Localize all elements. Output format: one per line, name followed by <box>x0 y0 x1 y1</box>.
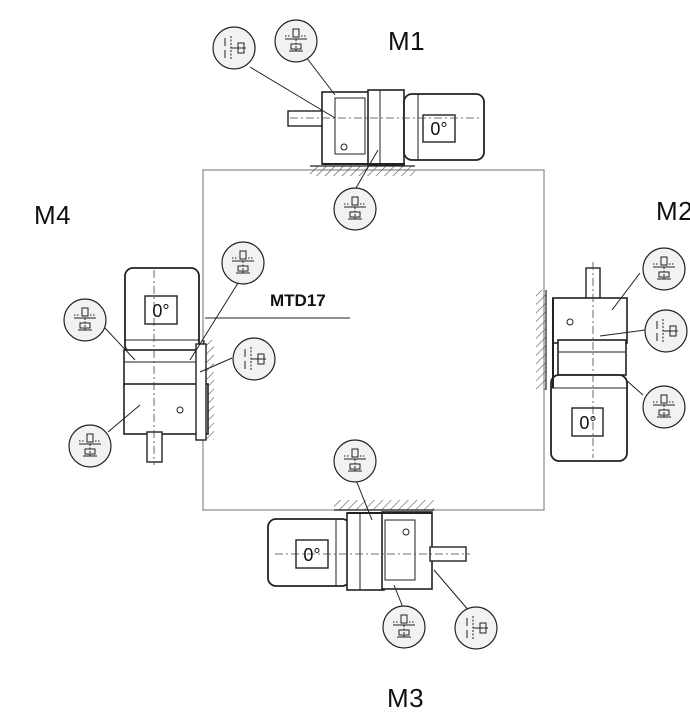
model-label: MTD17 <box>270 291 326 310</box>
oil-level-icon <box>63 298 107 342</box>
motor-angle-m4: 0° <box>152 301 169 321</box>
breather-icon <box>221 241 265 285</box>
oil-drain-icon <box>333 187 377 231</box>
motor-angle-m3: 0° <box>303 545 320 565</box>
gearmotor-m3 <box>267 500 470 591</box>
breather-icon <box>333 439 377 483</box>
oil-drain-icon <box>68 424 112 468</box>
position-label-m3: M3 <box>387 683 425 713</box>
oil-drain-icon <box>642 385 686 429</box>
motor-angle-m2: 0° <box>579 413 596 433</box>
oil-level-icon <box>274 19 318 63</box>
breather-icon <box>642 247 686 291</box>
motor-angle-m1: 0° <box>430 119 447 139</box>
position-label-m1: M1 <box>388 26 426 56</box>
breather-icon <box>212 26 256 70</box>
oil-level-icon <box>644 309 688 353</box>
oil-drain-icon <box>382 605 426 649</box>
gearmotor-m4 <box>123 267 214 465</box>
oil-level-side-icon <box>232 337 276 381</box>
position-label-m4: M4 <box>34 200 72 230</box>
oil-level-icon <box>454 606 498 650</box>
gearmotor-m1 <box>287 89 485 176</box>
gearmotor-m2 <box>536 262 628 462</box>
position-label-m2: M2 <box>656 196 690 226</box>
